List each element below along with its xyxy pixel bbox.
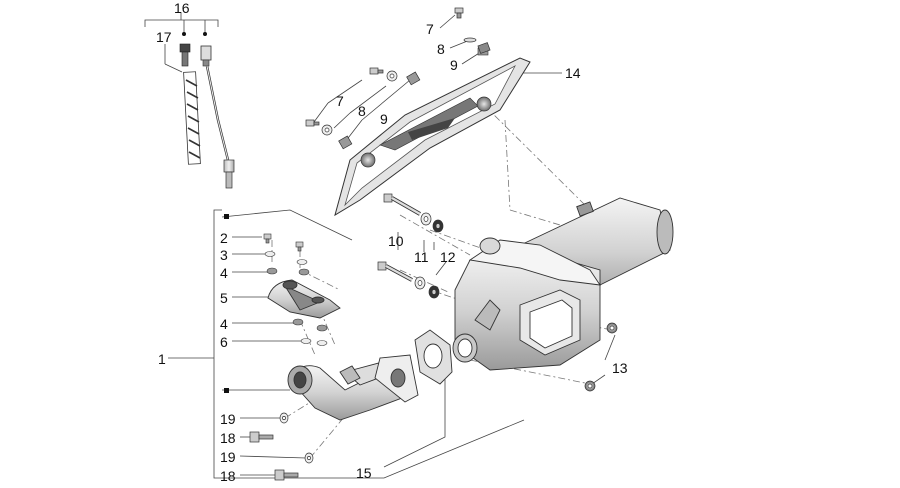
callout-3: 3 <box>220 247 228 263</box>
callout-14: 14 <box>565 65 581 81</box>
callout-11: 11 <box>414 249 429 265</box>
callout-2: 2 <box>220 230 228 246</box>
callout-1: 1 <box>158 351 166 367</box>
callout-13: 13 <box>612 360 628 376</box>
gasket <box>414 329 453 385</box>
callout-16: 16 <box>174 0 190 16</box>
callout-5: 5 <box>220 290 228 306</box>
callout-18-upper: 18 <box>220 430 236 446</box>
muffler-nuts <box>584 322 618 392</box>
callout-19-upper: 19 <box>220 411 236 427</box>
pipe-bolts <box>249 412 314 481</box>
callout-7-left: 7 <box>336 93 344 109</box>
callout-15: 15 <box>356 465 372 481</box>
callout-10: 10 <box>388 233 404 249</box>
lambda-sensor <box>200 45 235 189</box>
pipe-heat-cover <box>267 279 341 319</box>
cover-fasteners <box>263 233 328 346</box>
callout-7-top: 7 <box>426 21 434 37</box>
callout-4-lower: 4 <box>220 316 228 332</box>
callout-6: 6 <box>220 334 228 350</box>
reference-markers <box>182 32 229 393</box>
muffler-bolts <box>377 193 444 299</box>
callout-8-left: 8 <box>358 103 366 119</box>
callout-12: 12 <box>440 249 456 265</box>
callout-9-left: 9 <box>380 111 388 127</box>
muffler <box>452 197 674 371</box>
callout-8-top: 8 <box>437 41 445 57</box>
shield-fasteners <box>305 7 491 150</box>
callout-9-top: 9 <box>450 57 458 73</box>
exhaust-pipe <box>287 354 419 421</box>
callout-19-lower: 19 <box>220 449 236 465</box>
heat-sleeve <box>183 71 201 165</box>
callout-17: 17 <box>156 29 172 45</box>
sensor-clip <box>179 43 191 67</box>
callout-18-lower: 18 <box>220 468 236 484</box>
callout-4-upper: 4 <box>220 265 228 281</box>
leader-lines <box>144 12 616 479</box>
